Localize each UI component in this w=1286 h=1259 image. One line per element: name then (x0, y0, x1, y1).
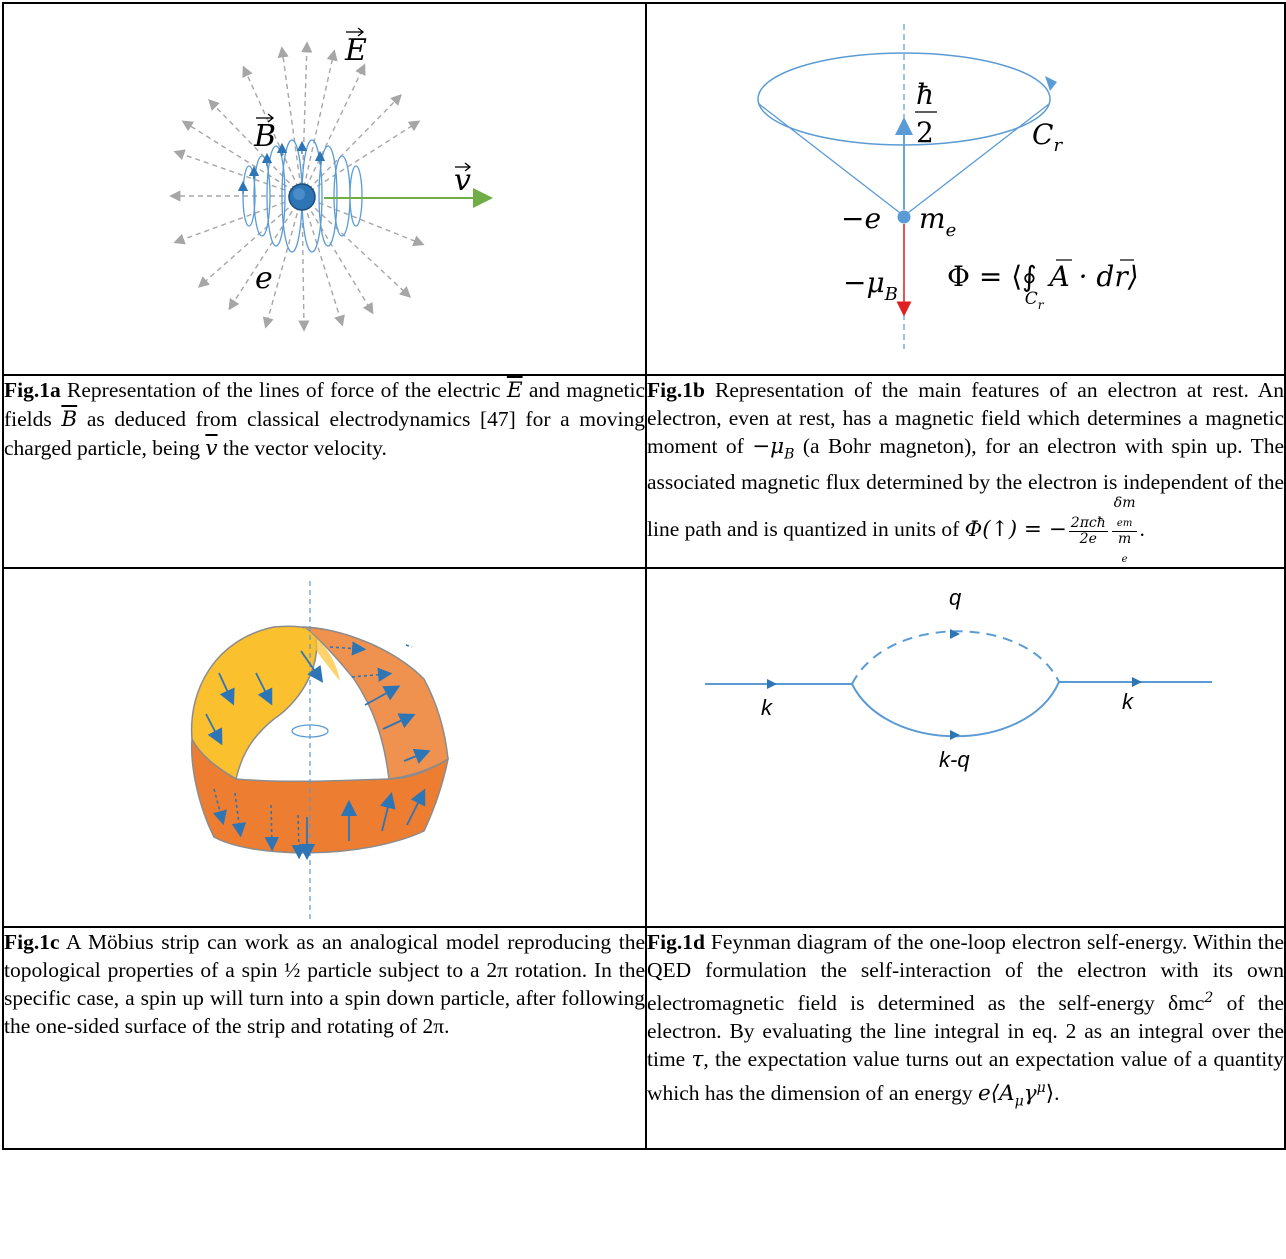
fig1d-feynman: q k k k-q (705, 585, 1212, 772)
label-k-q: k-q (939, 747, 970, 772)
fig1d-panel: q k k k-q (645, 566, 1286, 928)
label-hbar: ħ (916, 78, 934, 111)
label-e: e (255, 261, 273, 296)
label-two: 2 (916, 116, 934, 149)
label-flux: Φ = ⟨∮CrA · dr⟩ (947, 260, 1139, 312)
label-me: me (919, 202, 956, 241)
label-k-left: k (761, 695, 773, 720)
label-mu: −μB (843, 266, 898, 305)
fig1a-caption: Fig.1a Representation of the lines of fo… (2, 374, 647, 569)
label-E: E (344, 33, 367, 68)
label-minus-e: −e (841, 202, 881, 235)
label-Cr: Cr (1032, 118, 1063, 156)
strip-right (301, 626, 449, 780)
figure-table: E B v e ħ (2, 2, 1286, 1150)
fig1a-panel: E B v e (2, 2, 647, 376)
strip-yellow (190, 625, 318, 781)
fig1b-caption: Fig.1b Representation of the main featur… (645, 374, 1286, 569)
spin-arrows-dashed (212, 641, 413, 860)
spin-arrows (205, 650, 431, 861)
cone-left (758, 103, 905, 217)
magnetic-arrows (237, 140, 326, 194)
fig1d-caption: Fig.1d Feynman diagram of the one-loop e… (645, 925, 1286, 1150)
fig1a-diagram: E B v e (169, 27, 493, 332)
electron-dot (897, 210, 911, 224)
fig1c-caption: Fig.1c A Möbius strip can work as an ana… (2, 925, 647, 1150)
rotation-loop (291, 724, 329, 738)
incoming-arrow (767, 678, 777, 689)
fig1b-panel: ħ 2 Cr −e me −μB Φ = ⟨∮CrA · dr⟩ (645, 2, 1286, 376)
propagator-arrow (950, 729, 960, 740)
loop-arrow (1045, 76, 1057, 91)
outgoing-arrow (1132, 676, 1142, 687)
propagator-line (851, 681, 1060, 738)
photon-line (851, 630, 1060, 685)
fig1c-mobius (190, 580, 450, 919)
cone-right (903, 103, 1050, 217)
fig1c-panel (2, 566, 647, 928)
fig1b-diagram: ħ 2 Cr −e me −μB Φ = ⟨∮CrA · dr⟩ (757, 24, 1139, 349)
label-B: B (253, 119, 276, 154)
photon-arrow (950, 628, 960, 639)
label-q: q (949, 585, 962, 610)
label-v: v (454, 163, 471, 198)
label-k-right: k (1122, 689, 1134, 714)
